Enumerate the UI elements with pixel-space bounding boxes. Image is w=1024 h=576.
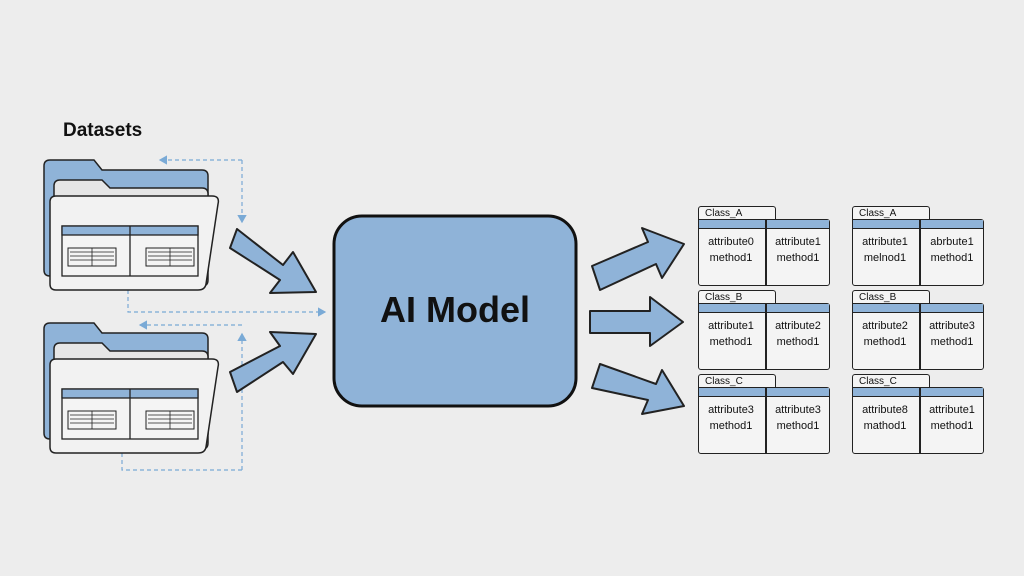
class-attribute: attribute3 <box>929 320 975 332</box>
class-method: method1 <box>776 420 820 432</box>
class-attribute: attribute1 <box>929 404 975 416</box>
class-method: melnod1 <box>863 252 907 264</box>
class-name: Class_B <box>698 290 776 304</box>
class-card: Class_B attribute2 method1 attribute3 me… <box>852 290 984 370</box>
arrow-right-icon <box>591 363 685 415</box>
class-name: Class_B <box>852 290 930 304</box>
class-card: Class_C attribute8 mathod1 attribute1 me… <box>852 374 984 454</box>
class-method: method1 <box>709 252 753 264</box>
table-icon <box>61 225 199 277</box>
class-attribute: attribute3 <box>708 404 754 416</box>
datasets-title: Datasets <box>63 120 143 141</box>
table-icon <box>61 388 199 440</box>
class-method: method1 <box>776 252 820 264</box>
class-attribute: attribute2 <box>862 320 908 332</box>
class-method: method1 <box>709 336 753 348</box>
class-method: method1 <box>863 336 907 348</box>
class-method: method1 <box>709 420 753 432</box>
class-attribute: attribute1 <box>708 320 754 332</box>
arrow-right-icon <box>229 331 317 393</box>
class-method: mathod1 <box>863 420 907 432</box>
class-attribute: attribute2 <box>775 320 821 332</box>
folder-icon <box>43 159 220 291</box>
class-attribute: abrbute1 <box>930 236 974 248</box>
arrow-right-icon <box>229 228 317 294</box>
class-method: method1 <box>930 252 974 264</box>
class-attribute: attribute1 <box>775 236 821 248</box>
arrow-right-icon <box>591 227 685 291</box>
class-name: Class_A <box>698 206 776 220</box>
class-method: method1 <box>930 336 974 348</box>
class-attribute: attribute0 <box>708 236 754 248</box>
class-method: method1 <box>776 336 820 348</box>
ai-model-label: AI Model <box>380 289 530 330</box>
class-attribute: attribute3 <box>775 404 821 416</box>
class-attribute: attribute1 <box>862 236 908 248</box>
class-name: Class_A <box>852 206 930 220</box>
class-name: Class_C <box>698 374 776 388</box>
ai-model-box: AI Model <box>332 214 578 408</box>
class-method: method1 <box>930 420 974 432</box>
class-name: Class_C <box>852 374 930 388</box>
folder-icon <box>43 322 220 454</box>
dashed-connectors <box>121 155 327 471</box>
arrow-right-icon <box>589 296 684 347</box>
class-card: Class_A attribute0 method1 attribute1 me… <box>698 206 830 286</box>
class-card: Class_C attribute3 method1 attribute3 me… <box>698 374 830 454</box>
class-card: Class_B attribute1 method1 attribute2 me… <box>698 290 830 370</box>
class-card: Class_A attribute1 melnod1 abrbute1 meth… <box>852 206 984 286</box>
class-attribute: attribute8 <box>862 404 908 416</box>
